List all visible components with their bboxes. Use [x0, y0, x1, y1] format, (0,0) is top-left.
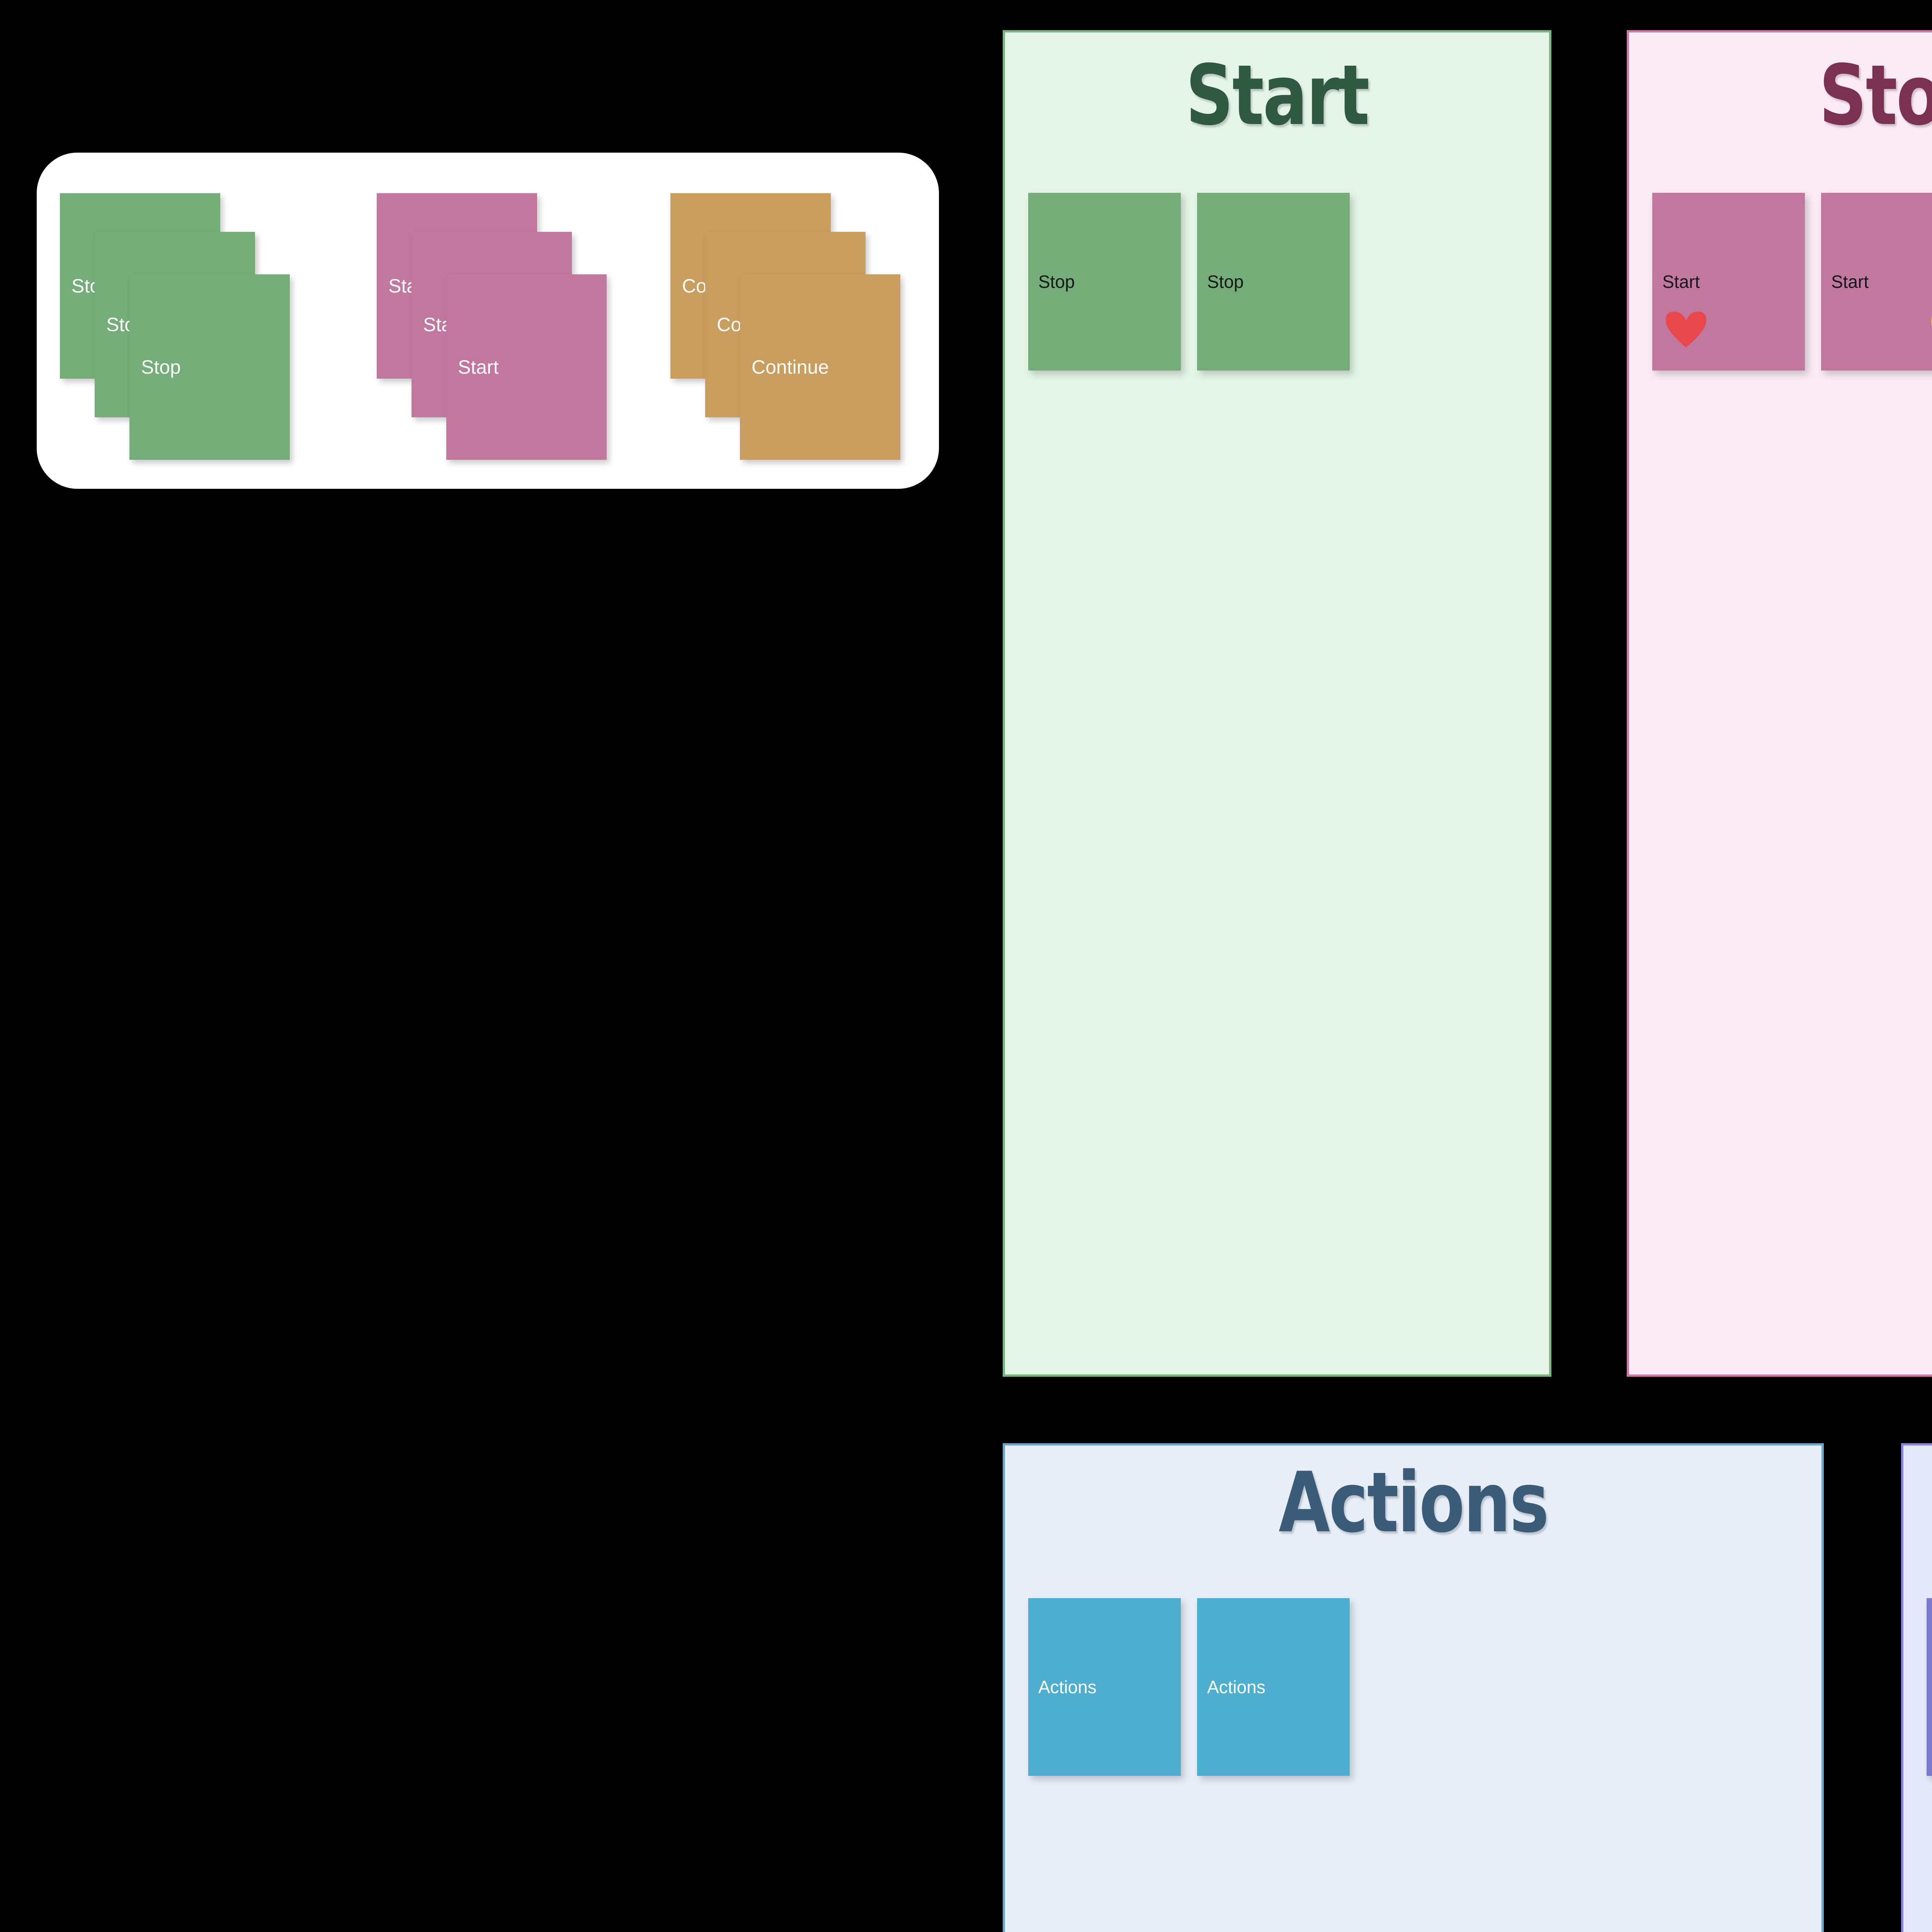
panel-questions: QuestionsQuestionsQuestions	[1901, 1443, 1932, 1932]
sticky-note[interactable]: Start	[1652, 193, 1805, 371]
sticky-note[interactable]: Start	[1821, 193, 1932, 371]
sticky-note-label: Stop	[1207, 272, 1244, 292]
sticky-note[interactable]: Stop	[1028, 193, 1181, 371]
panel-title-start: Start	[1185, 47, 1369, 144]
sticky-note-label: Actions	[1207, 1677, 1265, 1697]
stack-note-label: Start	[458, 356, 499, 378]
stack-note[interactable]: Stop	[129, 274, 290, 460]
lightbulb-sticker[interactable]	[1920, 303, 1932, 351]
sticky-note[interactable]: Questions	[1927, 1598, 1932, 1776]
sticky-note-label: Actions	[1038, 1677, 1097, 1697]
heart-sticker[interactable]	[1662, 305, 1710, 353]
stack-note[interactable]: Start	[446, 274, 607, 460]
panel-title-actions: Actions	[1279, 1454, 1549, 1551]
stack-note[interactable]: Continue	[740, 274, 900, 460]
panel-title-stop: Stop	[1819, 47, 1932, 144]
stack-note-label: Stop	[141, 356, 181, 378]
sticky-note[interactable]: Actions	[1028, 1598, 1181, 1776]
sticky-note-label: Start	[1831, 272, 1869, 292]
sticky-note-label: Start	[1662, 272, 1700, 292]
sticky-note-label: Stop	[1038, 272, 1075, 292]
stack-note-label: Continue	[752, 356, 829, 378]
sticky-note[interactable]: Actions	[1197, 1598, 1350, 1776]
sticky-note[interactable]: Stop	[1197, 193, 1350, 371]
